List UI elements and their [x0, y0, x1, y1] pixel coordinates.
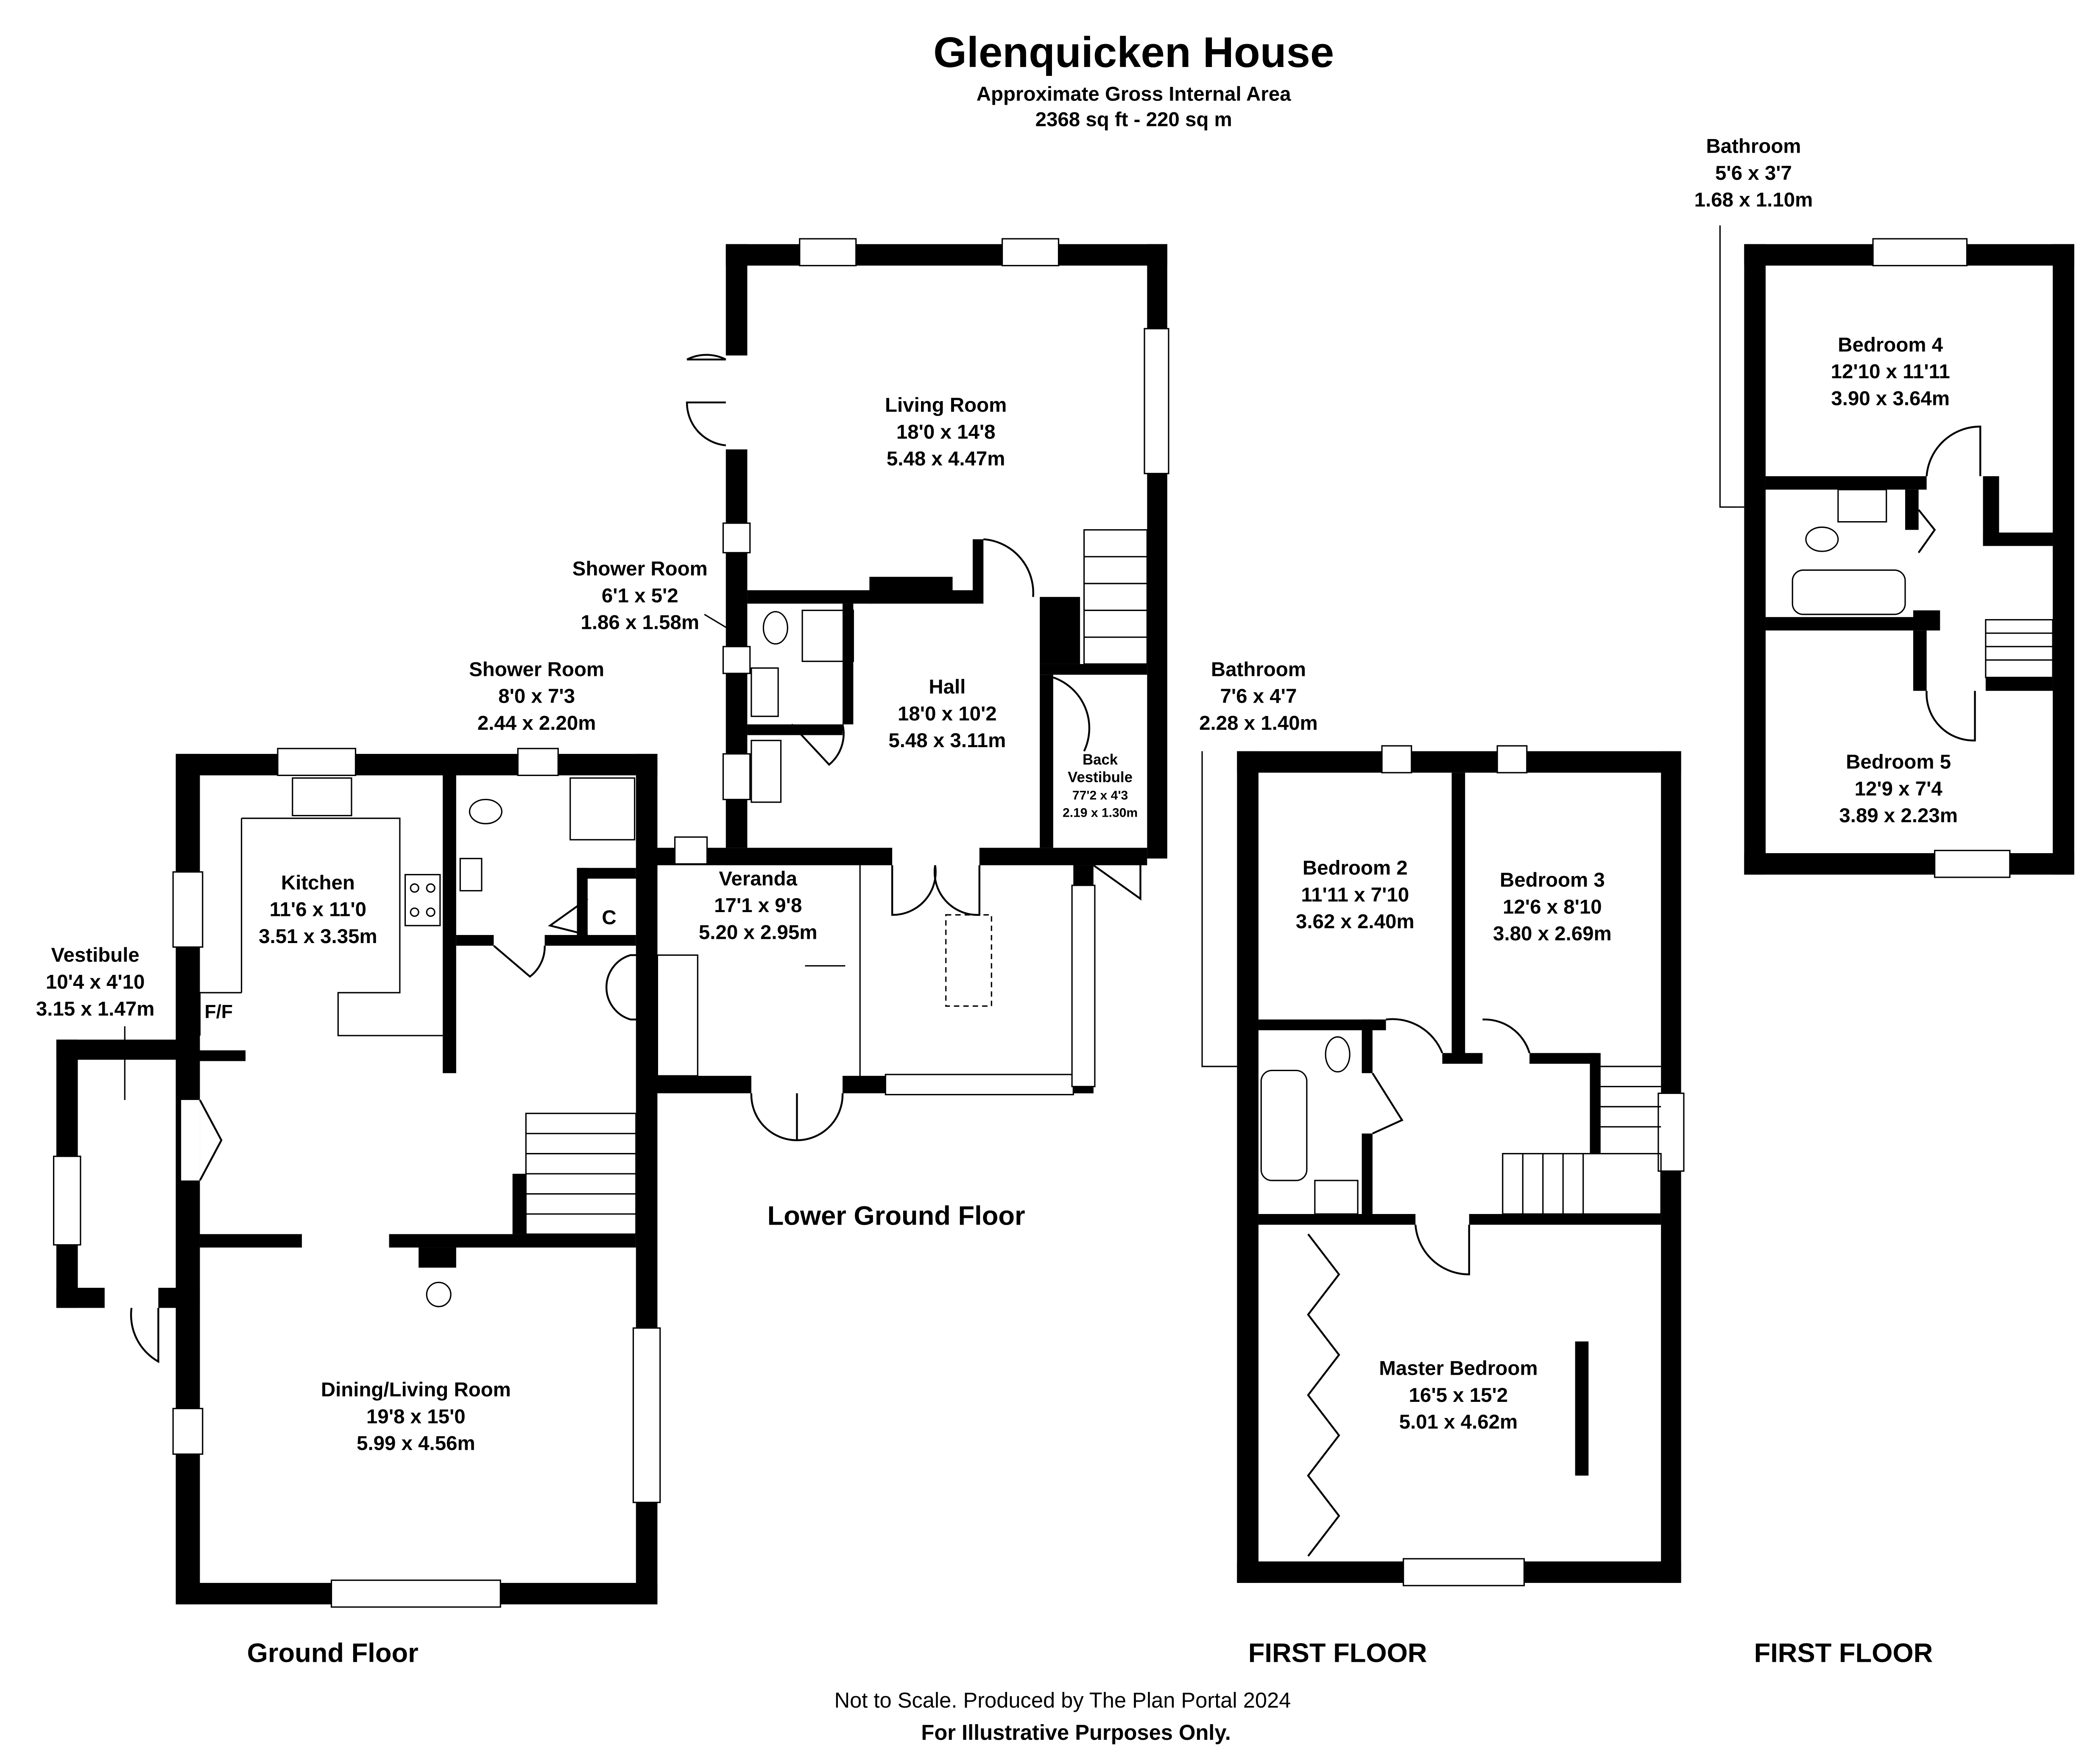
svg-text:Vestibule: Vestibule [51, 944, 140, 966]
room-dining-living: Dining/Living Room 19'8 x 15'0 5.99 x 4.… [321, 1379, 511, 1455]
svg-text:11'11 x 7'10: 11'11 x 7'10 [1301, 884, 1409, 906]
svg-text:Dining/Living Room: Dining/Living Room [321, 1379, 511, 1401]
svg-text:5.01 x 4.62m: 5.01 x 4.62m [1399, 1411, 1518, 1433]
room-bedroom-4: Bedroom 4 12'10 x 11'11 3.90 x 3.64m [1831, 334, 1950, 410]
footer-disclaimer: Not to Scale. Produced by The Plan Porta… [834, 1688, 1291, 1712]
svg-text:18'0 x 14'8: 18'0 x 14'8 [896, 421, 996, 443]
svg-text:8'0 x 7'3: 8'0 x 7'3 [498, 685, 575, 708]
svg-text:Shower Room: Shower Room [469, 658, 604, 681]
fridge-freezer-label: F/F [205, 1002, 233, 1022]
plan-subtitle: Approximate Gross Internal Area [977, 83, 1291, 105]
svg-text:5.99 x 4.56m: 5.99 x 4.56m [357, 1432, 475, 1455]
svg-text:Veranda: Veranda [719, 868, 797, 890]
svg-text:5.48 x 4.47m: 5.48 x 4.47m [887, 448, 1005, 470]
room-bedroom-3: Bedroom 3 12'6 x 8'10 3.80 x 2.69m [1493, 869, 1612, 945]
room-hall: Hall 18'0 x 10'2 5.48 x 3.11m [888, 676, 1006, 752]
footer-illustrative: For Illustrative Purposes Only. [921, 1720, 1231, 1744]
room-bathroom-first-b: Bathroom 5'6 x 3'7 1.68 x 1.10m [1694, 135, 1813, 212]
svg-text:1.86 x 1.58m: 1.86 x 1.58m [580, 611, 699, 634]
room-back-vestibule: Back Vestibule 77'2 x 4'3 2.19 x 1.30m [1063, 751, 1138, 820]
svg-text:6'1 x 5'2: 6'1 x 5'2 [602, 584, 678, 607]
first-floor-plan-b [1719, 225, 2074, 878]
floor-label-lower-ground: Lower Ground Floor [767, 1201, 1025, 1231]
svg-text:5.20 x 2.95m: 5.20 x 2.95m [699, 921, 818, 943]
svg-text:3.90 x 3.64m: 3.90 x 3.64m [1831, 387, 1950, 410]
svg-text:12'10 x 11'11: 12'10 x 11'11 [1831, 360, 1950, 383]
plan-area: 2368 sq ft - 220 sq m [1035, 108, 1232, 131]
cupboard-label: C [602, 907, 616, 929]
svg-text:18'0 x 10'2: 18'0 x 10'2 [898, 703, 997, 725]
svg-text:Vestibule: Vestibule [1068, 769, 1133, 785]
floor-label-ground: Ground Floor [247, 1638, 419, 1668]
svg-text:2.28 x 1.40m: 2.28 x 1.40m [1199, 712, 1318, 734]
svg-text:Bedroom 2: Bedroom 2 [1303, 857, 1408, 879]
room-shower-room-lower: Shower Room 6'1 x 5'2 1.86 x 1.58m [572, 558, 732, 634]
room-kitchen: Kitchen 11'6 x 11'0 3.51 x 3.35m [259, 871, 377, 948]
room-veranda: Veranda 17'1 x 9'8 5.20 x 2.95m [699, 868, 818, 944]
svg-text:11'6 x 11'0: 11'6 x 11'0 [270, 899, 366, 921]
svg-text:5'6 x 3'7: 5'6 x 3'7 [1715, 162, 1792, 184]
room-bathroom-first-a: Bathroom 7'6 x 4'7 2.28 x 1.40m [1199, 658, 1318, 734]
svg-text:10'4 x 4'10: 10'4 x 4'10 [46, 971, 145, 994]
svg-text:2.44 x 2.20m: 2.44 x 2.20m [477, 712, 596, 734]
svg-text:3.89 x 2.23m: 3.89 x 2.23m [1839, 804, 1958, 827]
svg-text:Back: Back [1083, 751, 1118, 768]
svg-text:16'5 x 15'2: 16'5 x 15'2 [1409, 1384, 1508, 1407]
svg-text:7'6 x 4'7: 7'6 x 4'7 [1220, 685, 1297, 708]
room-vestibule: Vestibule 10'4 x 4'10 3.15 x 1.47m [36, 944, 155, 1100]
svg-text:3.62 x 2.40m: 3.62 x 2.40m [1296, 910, 1415, 933]
svg-text:3.80 x 2.69m: 3.80 x 2.69m [1493, 923, 1612, 945]
floor-label-first-a: FIRST FLOOR [1248, 1638, 1427, 1668]
floor-label-first-b: FIRST FLOOR [1754, 1638, 1933, 1668]
lower-ground-floor-plan [605, 238, 1169, 1142]
svg-text:Living Room: Living Room [885, 394, 1007, 416]
svg-text:12'6 x 8'10: 12'6 x 8'10 [1503, 896, 1602, 918]
room-living-room: Living Room 18'0 x 14'8 5.48 x 4.47m [885, 394, 1007, 470]
svg-text:Bathroom: Bathroom [1211, 658, 1306, 681]
room-bedroom-2: Bedroom 2 11'11 x 7'10 3.62 x 2.40m [1296, 857, 1415, 933]
ground-floor-plan: F/F C [53, 748, 661, 1608]
room-master-bedroom: Master Bedroom 16'5 x 15'2 5.01 x 4.62m [1379, 1357, 1538, 1434]
svg-text:Master Bedroom: Master Bedroom [1379, 1357, 1538, 1380]
svg-text:Bathroom: Bathroom [1706, 135, 1801, 158]
svg-text:12'9 x 7'4: 12'9 x 7'4 [1855, 778, 1943, 800]
svg-text:Shower Room: Shower Room [572, 558, 708, 580]
svg-text:Kitchen: Kitchen [281, 871, 355, 894]
svg-text:17'1 x 9'8: 17'1 x 9'8 [714, 894, 802, 917]
room-bedroom-5: Bedroom 5 12'9 x 7'4 3.89 x 2.23m [1839, 751, 1958, 827]
svg-text:1.68 x 1.10m: 1.68 x 1.10m [1694, 189, 1813, 211]
svg-text:5.48 x 3.11m: 5.48 x 3.11m [888, 729, 1006, 752]
svg-text:3.15 x 1.47m: 3.15 x 1.47m [36, 998, 155, 1020]
svg-text:Hall: Hall [929, 676, 966, 698]
svg-text:3.51 x 3.35m: 3.51 x 3.35m [259, 925, 377, 948]
svg-text:Bedroom 3: Bedroom 3 [1500, 869, 1605, 891]
svg-text:Bedroom 4: Bedroom 4 [1838, 334, 1943, 356]
svg-text:Bedroom 5: Bedroom 5 [1846, 751, 1951, 773]
first-floor-plan-a [1201, 745, 1685, 1586]
room-shower-room-ground: Shower Room 8'0 x 7'3 2.44 x 2.20m [469, 658, 604, 734]
svg-text:19'8 x 15'0: 19'8 x 15'0 [366, 1405, 466, 1428]
plan-title: Glenquicken House [933, 28, 1334, 76]
svg-text:77'2 x 4'3: 77'2 x 4'3 [1072, 788, 1128, 802]
svg-text:2.19 x 1.30m: 2.19 x 1.30m [1063, 806, 1138, 820]
